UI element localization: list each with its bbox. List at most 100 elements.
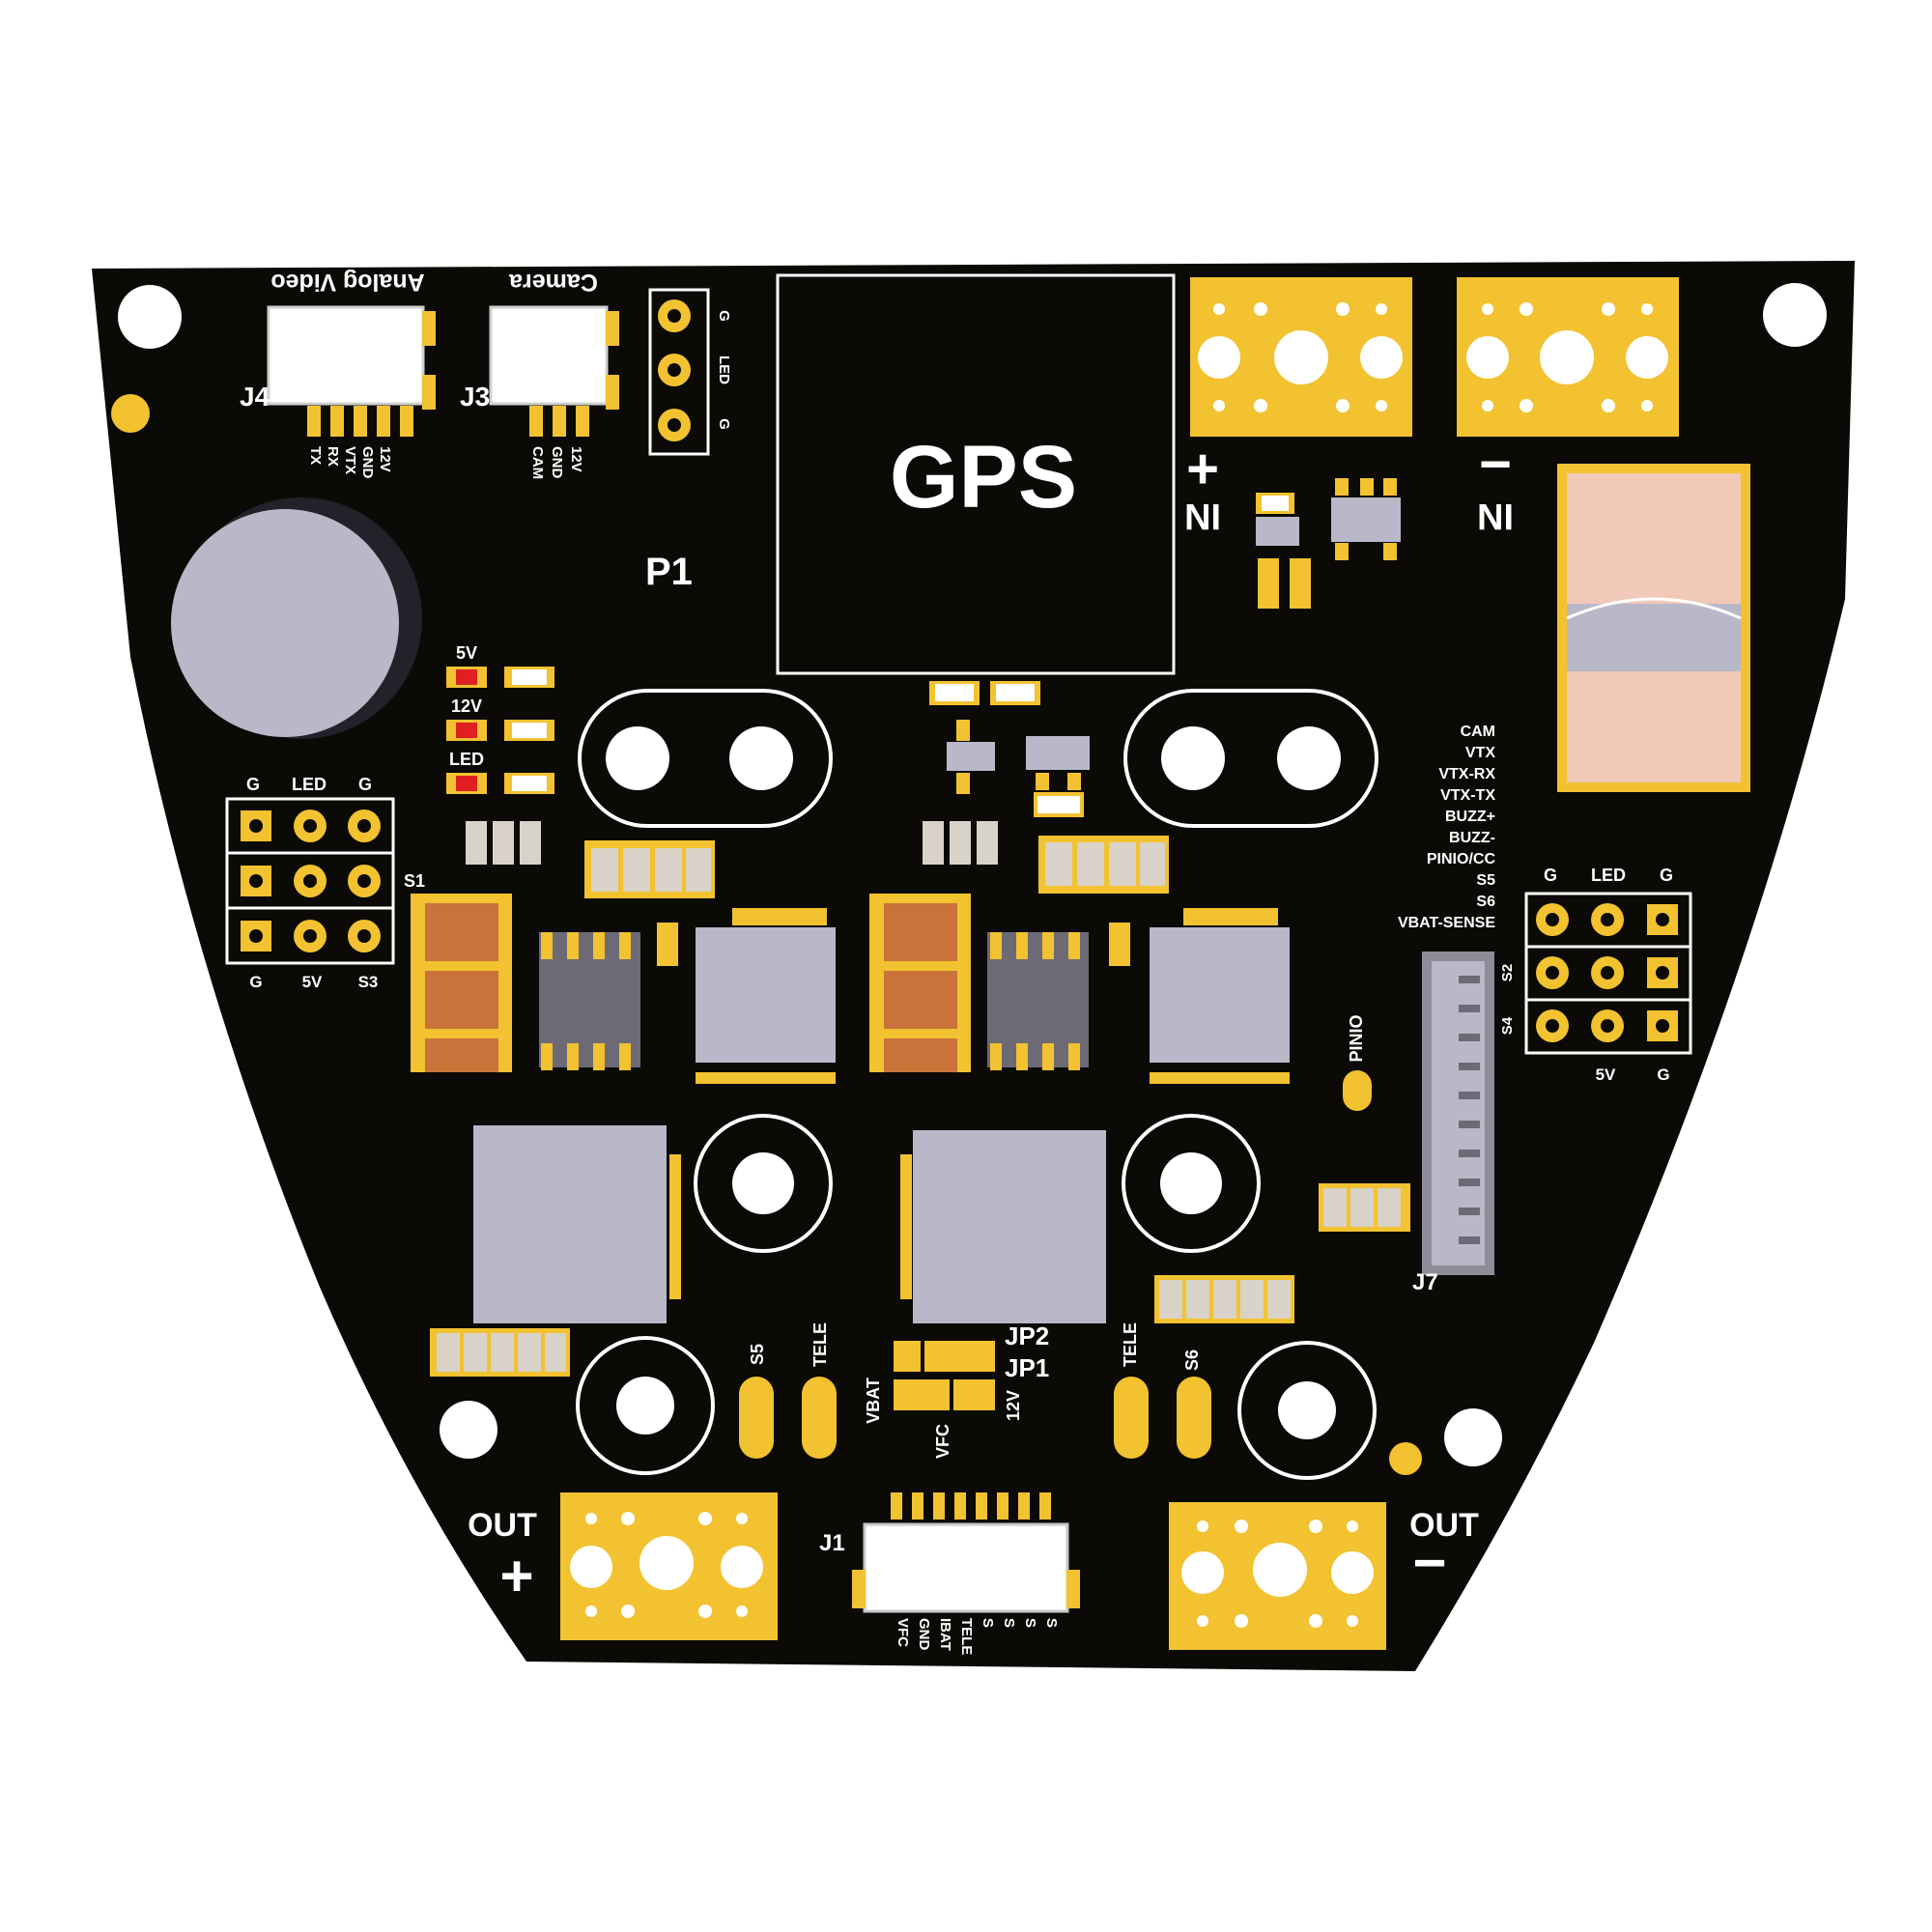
pin-pad[interactable]	[1591, 956, 1624, 989]
j1-pin-label: S	[980, 1618, 996, 1628]
status-leds	[446, 667, 554, 794]
led-label: 12V	[451, 696, 482, 716]
pin-pad[interactable]	[241, 921, 271, 952]
fiducial-top-left	[111, 394, 150, 433]
pin-pad[interactable]	[1647, 904, 1678, 935]
s1-header[interactable]	[225, 797, 395, 965]
j3-connector[interactable]	[489, 305, 619, 437]
right-header-bottom-label: 5V	[1596, 1065, 1616, 1084]
led-label: LED	[449, 750, 484, 769]
j4-pin-label: 12V	[377, 446, 393, 472]
pin-pad[interactable]	[348, 810, 381, 842]
pin-pad[interactable]	[1536, 1009, 1569, 1042]
pin-pad[interactable]	[1591, 903, 1624, 936]
j7-signal-labels: CAMVTXVTX-RXVTX-TXBUZZ+BUZZ-PINIO/CCS5S6…	[1398, 724, 1496, 931]
jp-jumpers[interactable]	[894, 1341, 995, 1410]
pinio-label: PINIO	[1347, 1014, 1366, 1062]
j7-signal-label: VTX-RX	[1438, 766, 1495, 782]
p1-pin-label: G	[716, 418, 732, 430]
mounting-hole-top-right	[1763, 283, 1827, 347]
j1-connector[interactable]	[852, 1492, 1080, 1613]
pin-pad[interactable]	[1647, 957, 1678, 988]
in-minus-symbol: −	[1479, 433, 1512, 496]
j4-pin-label: VTX	[342, 446, 358, 474]
left-power-stage	[411, 689, 836, 1475]
j3-pin-label: CAM	[529, 446, 546, 479]
s1-bottom-label: 5V	[302, 973, 323, 991]
mounting-hole-bottom-left	[440, 1401, 497, 1459]
j1-pin-label: VFC	[895, 1618, 911, 1647]
right-header[interactable]	[1524, 892, 1692, 1055]
out-plus-symbol: +	[499, 1544, 533, 1608]
pin-pad[interactable]	[294, 865, 327, 897]
right-header-side-label: S2	[1499, 964, 1516, 981]
pin-pad[interactable]	[1591, 1009, 1624, 1042]
s1-bottom-label: G	[249, 973, 262, 991]
camera-title: Camera	[508, 269, 598, 296]
right-header-top-label: G	[1544, 866, 1557, 885]
buzzer	[171, 497, 422, 739]
j1-pin-label: S	[1001, 1618, 1017, 1628]
mounting-hole-top-left	[118, 285, 182, 349]
out-minus-symbol: −	[1412, 1530, 1446, 1595]
pin-pad[interactable]	[348, 865, 381, 897]
j7-label: J7	[1412, 1269, 1438, 1295]
pin-pad[interactable]	[1647, 1010, 1678, 1041]
jp2-label: JP2	[1005, 1321, 1049, 1350]
12v-label: 12V	[1004, 1390, 1023, 1421]
in-plus-label: IN	[1184, 496, 1221, 536]
s1-top-label: G	[246, 775, 260, 794]
j1-label: J1	[819, 1530, 845, 1556]
jp1-label: JP1	[1005, 1353, 1049, 1382]
j7-signal-label: BUZZ+	[1445, 809, 1495, 825]
right-header-bottom-label: G	[1657, 1065, 1669, 1084]
right-header-top-label: LED	[1591, 866, 1626, 885]
j3-label: J3	[460, 382, 490, 412]
j4-pin-label: GND	[359, 446, 376, 479]
j7-signal-label: CAM	[1461, 724, 1495, 740]
j1-pin-label: TELE	[958, 1618, 975, 1655]
vfc-label: VFC	[933, 1424, 952, 1459]
in-plus-pad[interactable]	[1190, 277, 1412, 437]
p1-pin-label: LED	[716, 355, 732, 384]
j7-signal-label: VTX-TX	[1440, 787, 1495, 804]
pin-pad[interactable]	[294, 810, 327, 842]
right-header-side-label: S4	[1499, 1016, 1516, 1035]
tele-label-right: TELE	[1121, 1322, 1140, 1367]
gps-label: GPS	[890, 428, 1077, 526]
pin-pad[interactable]	[241, 810, 271, 841]
j1-pin-label: GND	[916, 1618, 932, 1651]
j4-pin-label: TX	[307, 446, 324, 465]
p1-header[interactable]	[648, 288, 710, 456]
j7-signal-label: VTX	[1465, 745, 1495, 761]
s1-bottom-label: S3	[358, 973, 379, 991]
right-header-top-label: G	[1660, 866, 1673, 885]
pin-pad[interactable]	[294, 920, 327, 952]
s6-label: S6	[1182, 1350, 1202, 1371]
out-minus-pad[interactable]	[1169, 1502, 1386, 1650]
right-header-pins	[1536, 903, 1678, 1042]
j1-pin-label: IBAT	[937, 1618, 953, 1651]
signal-pads-bottom[interactable]	[739, 1377, 1211, 1459]
tele-label-left: TELE	[810, 1322, 830, 1367]
current-shunt	[1557, 464, 1750, 792]
pin-pad[interactable]	[241, 866, 271, 896]
j7-signal-label: BUZZ-	[1449, 830, 1495, 846]
pin-pad[interactable]	[1536, 903, 1569, 936]
out-plus-label: OUT	[468, 1507, 537, 1544]
out-plus-pad[interactable]	[560, 1492, 778, 1640]
s1-pins	[241, 810, 381, 952]
in-minus-pad[interactable]	[1457, 277, 1679, 437]
j1-pin-label: S	[1043, 1618, 1060, 1628]
j7-connector[interactable]	[1422, 952, 1494, 1275]
j7-signal-label: VBAT-SENSE	[1398, 915, 1495, 931]
j4-connector[interactable]	[267, 305, 436, 437]
out-minus-label: OUT	[1409, 1507, 1479, 1544]
j4-label: J4	[240, 382, 270, 412]
pin-pad[interactable]	[348, 920, 381, 952]
in-plus-symbol: +	[1186, 438, 1219, 500]
pin-pad[interactable]	[1536, 956, 1569, 989]
pinio-pad[interactable]	[1343, 1070, 1372, 1111]
